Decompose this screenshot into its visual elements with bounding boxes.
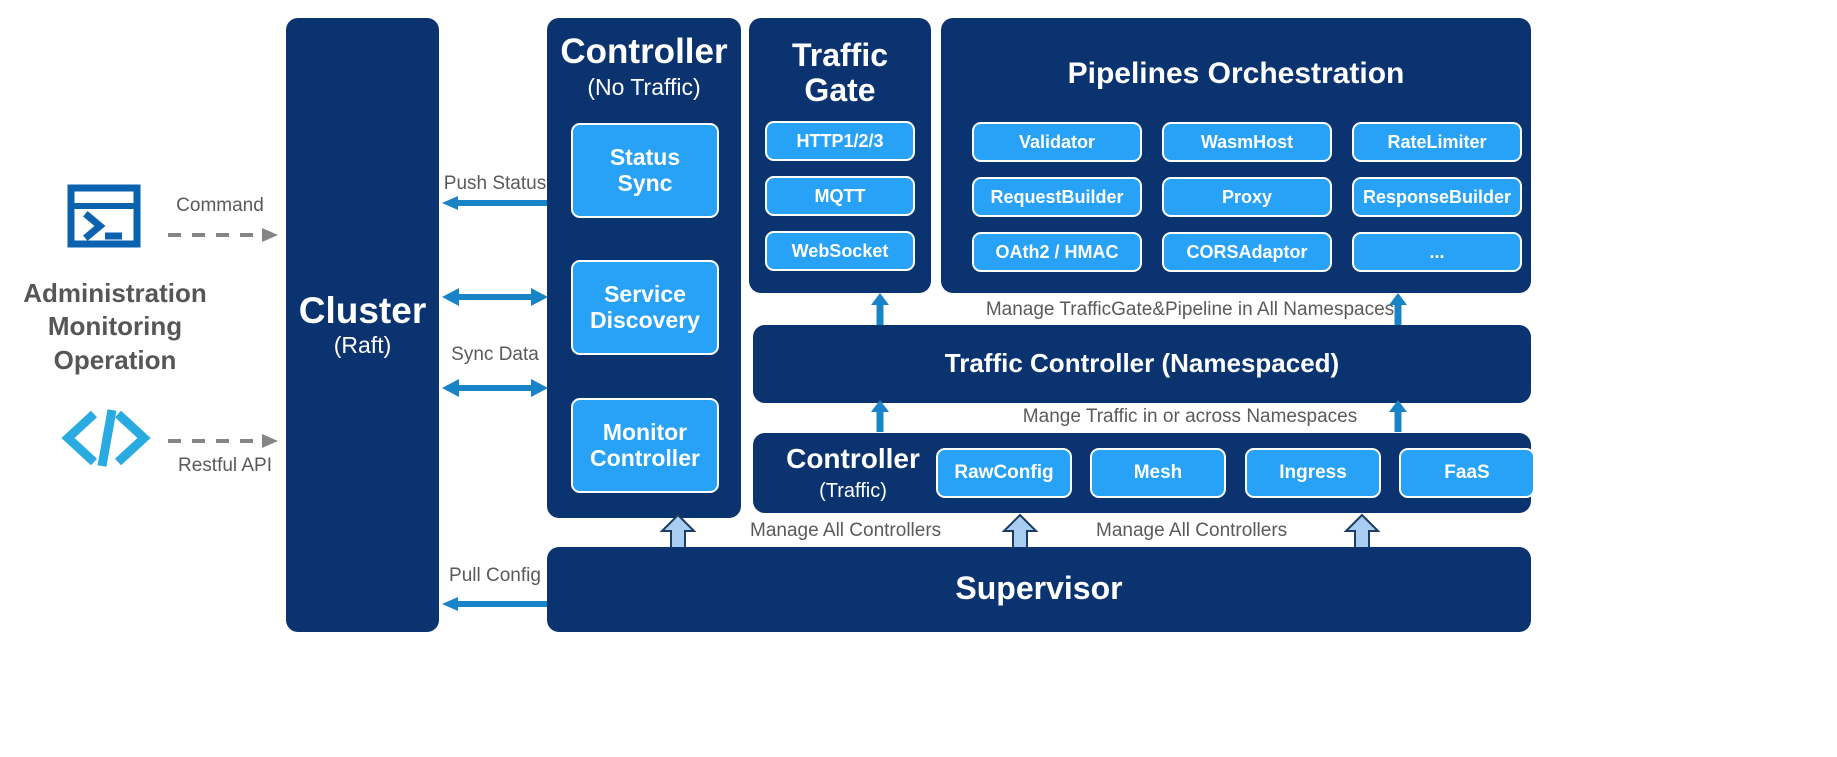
pipeline-chip-oauth2-hmac[interactable]: OAth2 / HMAC xyxy=(972,232,1142,272)
cluster-panel[interactable]: Cluster (Raft) xyxy=(286,18,439,632)
admin-group: Command Administration Monitoring Operat… xyxy=(0,165,285,495)
traffic-controller-panel[interactable]: Traffic Controller (Namespaced) xyxy=(753,325,1531,403)
pull-config-arrow xyxy=(442,597,548,611)
push-status-arrow xyxy=(442,196,548,210)
restful-api-label: Restful API xyxy=(178,455,272,476)
monitor-controller-chip[interactable]: Monitor Controller xyxy=(571,398,719,493)
command-label: Command xyxy=(176,195,264,216)
controller-traffic-chip-mesh[interactable]: Mesh xyxy=(1090,448,1226,498)
code-brackets-icon xyxy=(61,409,151,467)
admin-caption: Administration Monitoring Operation xyxy=(0,277,230,377)
pipeline-chip-wasmhost[interactable]: WasmHost xyxy=(1162,122,1332,162)
pipeline-chip-requestbuilder[interactable]: RequestBuilder xyxy=(972,177,1142,217)
pipeline-chip-more[interactable]: ... xyxy=(1352,232,1522,272)
sync-data-label: Sync Data xyxy=(451,344,539,365)
traffic-gate-chip-websocket[interactable]: WebSocket xyxy=(765,231,915,271)
controller-traffic-to-traffic-controller-arrow-left xyxy=(870,400,890,432)
monitor-controller-label: Monitor Controller xyxy=(590,418,700,471)
sync-data-arrow-top xyxy=(442,288,548,306)
mange-traffic-namespaces-label: Mange Traffic in or across Namespaces xyxy=(1022,406,1358,427)
controller-no-traffic-panel[interactable]: Controller (No Traffic) Status Sync Serv… xyxy=(547,18,741,518)
traffic-controller-title: Traffic Controller (Namespaced) xyxy=(944,348,1340,378)
supervisor-to-controller-traffic-block-arrow-right xyxy=(1343,513,1381,550)
pipeline-chip-responsebuilder[interactable]: ResponseBuilder xyxy=(1352,177,1522,217)
terminal-icon xyxy=(67,184,141,248)
pipeline-chip-ratelimiter[interactable]: RateLimiter xyxy=(1352,122,1522,162)
pipelines-title: Pipelines Orchestration xyxy=(1067,57,1405,90)
status-sync-chip[interactable]: Status Sync xyxy=(571,123,719,218)
pull-config-label: Pull Config xyxy=(449,565,541,586)
sync-data-arrow-bottom xyxy=(442,379,548,397)
supervisor-title: Supervisor xyxy=(955,570,1123,606)
pipelines-orchestration-panel[interactable]: Pipelines Orchestration Validator WasmHo… xyxy=(941,18,1531,293)
admin-caption-line2: Monitoring xyxy=(47,311,183,342)
traffic-gate-title: Traffic Gate xyxy=(791,37,889,108)
service-discovery-label: Service Discovery xyxy=(590,280,700,333)
command-arrow xyxy=(168,227,278,243)
status-sync-label: Status Sync xyxy=(609,143,681,196)
manage-all-controllers-label-right: Manage All Controllers xyxy=(1096,520,1288,541)
controller-traffic-title: Controller xyxy=(786,443,920,474)
supervisor-panel[interactable]: Supervisor xyxy=(547,547,1531,632)
traffic-controller-to-pipelines-arrow xyxy=(1388,293,1408,325)
supervisor-to-controller-traffic-block-arrow-left xyxy=(1001,513,1039,550)
controller-traffic-to-traffic-controller-arrow-right xyxy=(1388,400,1408,432)
traffic-controller-to-gate-arrow xyxy=(870,293,890,325)
controller-no-traffic-subtitle: (No Traffic) xyxy=(587,74,701,100)
service-discovery-chip[interactable]: Service Discovery xyxy=(571,260,719,355)
admin-caption-line1: Administration xyxy=(23,278,207,308)
pipeline-chip-corsadaptor[interactable]: CORSAdaptor xyxy=(1162,232,1332,272)
controller-traffic-subtitle: (Traffic) xyxy=(819,480,887,502)
cluster-title: Cluster xyxy=(298,289,427,331)
traffic-gate-chip-mqtt[interactable]: MQTT xyxy=(765,176,915,216)
admin-caption-line3: Operation xyxy=(53,344,177,375)
supervisor-to-controller-block-arrow xyxy=(659,513,697,550)
pipeline-chip-validator[interactable]: Validator xyxy=(972,122,1142,162)
traffic-gate-panel[interactable]: Traffic Gate HTTP1/2/3 MQTT WebSocket xyxy=(749,18,931,293)
controller-traffic-chip-rawconfig[interactable]: RawConfig xyxy=(936,448,1072,498)
cluster-subtitle: (Raft) xyxy=(333,331,392,358)
manage-trafficgate-pipeline-label: Manage TrafficGate&Pipeline in All Names… xyxy=(985,299,1395,320)
traffic-gate-chip-http[interactable]: HTTP1/2/3 xyxy=(765,121,915,161)
controller-traffic-chip-faas[interactable]: FaaS xyxy=(1399,448,1535,498)
controller-no-traffic-title: Controller xyxy=(560,32,728,71)
controller-traffic-chip-ingress[interactable]: Ingress xyxy=(1245,448,1381,498)
restful-api-arrow xyxy=(168,433,278,449)
manage-all-controllers-label-left: Manage All Controllers xyxy=(750,520,942,541)
pipeline-chip-proxy[interactable]: Proxy xyxy=(1162,177,1332,217)
controller-traffic-panel[interactable]: Controller (Traffic) RawConfig Mesh Ingr… xyxy=(753,433,1535,513)
push-status-label: Push Status xyxy=(443,173,547,194)
